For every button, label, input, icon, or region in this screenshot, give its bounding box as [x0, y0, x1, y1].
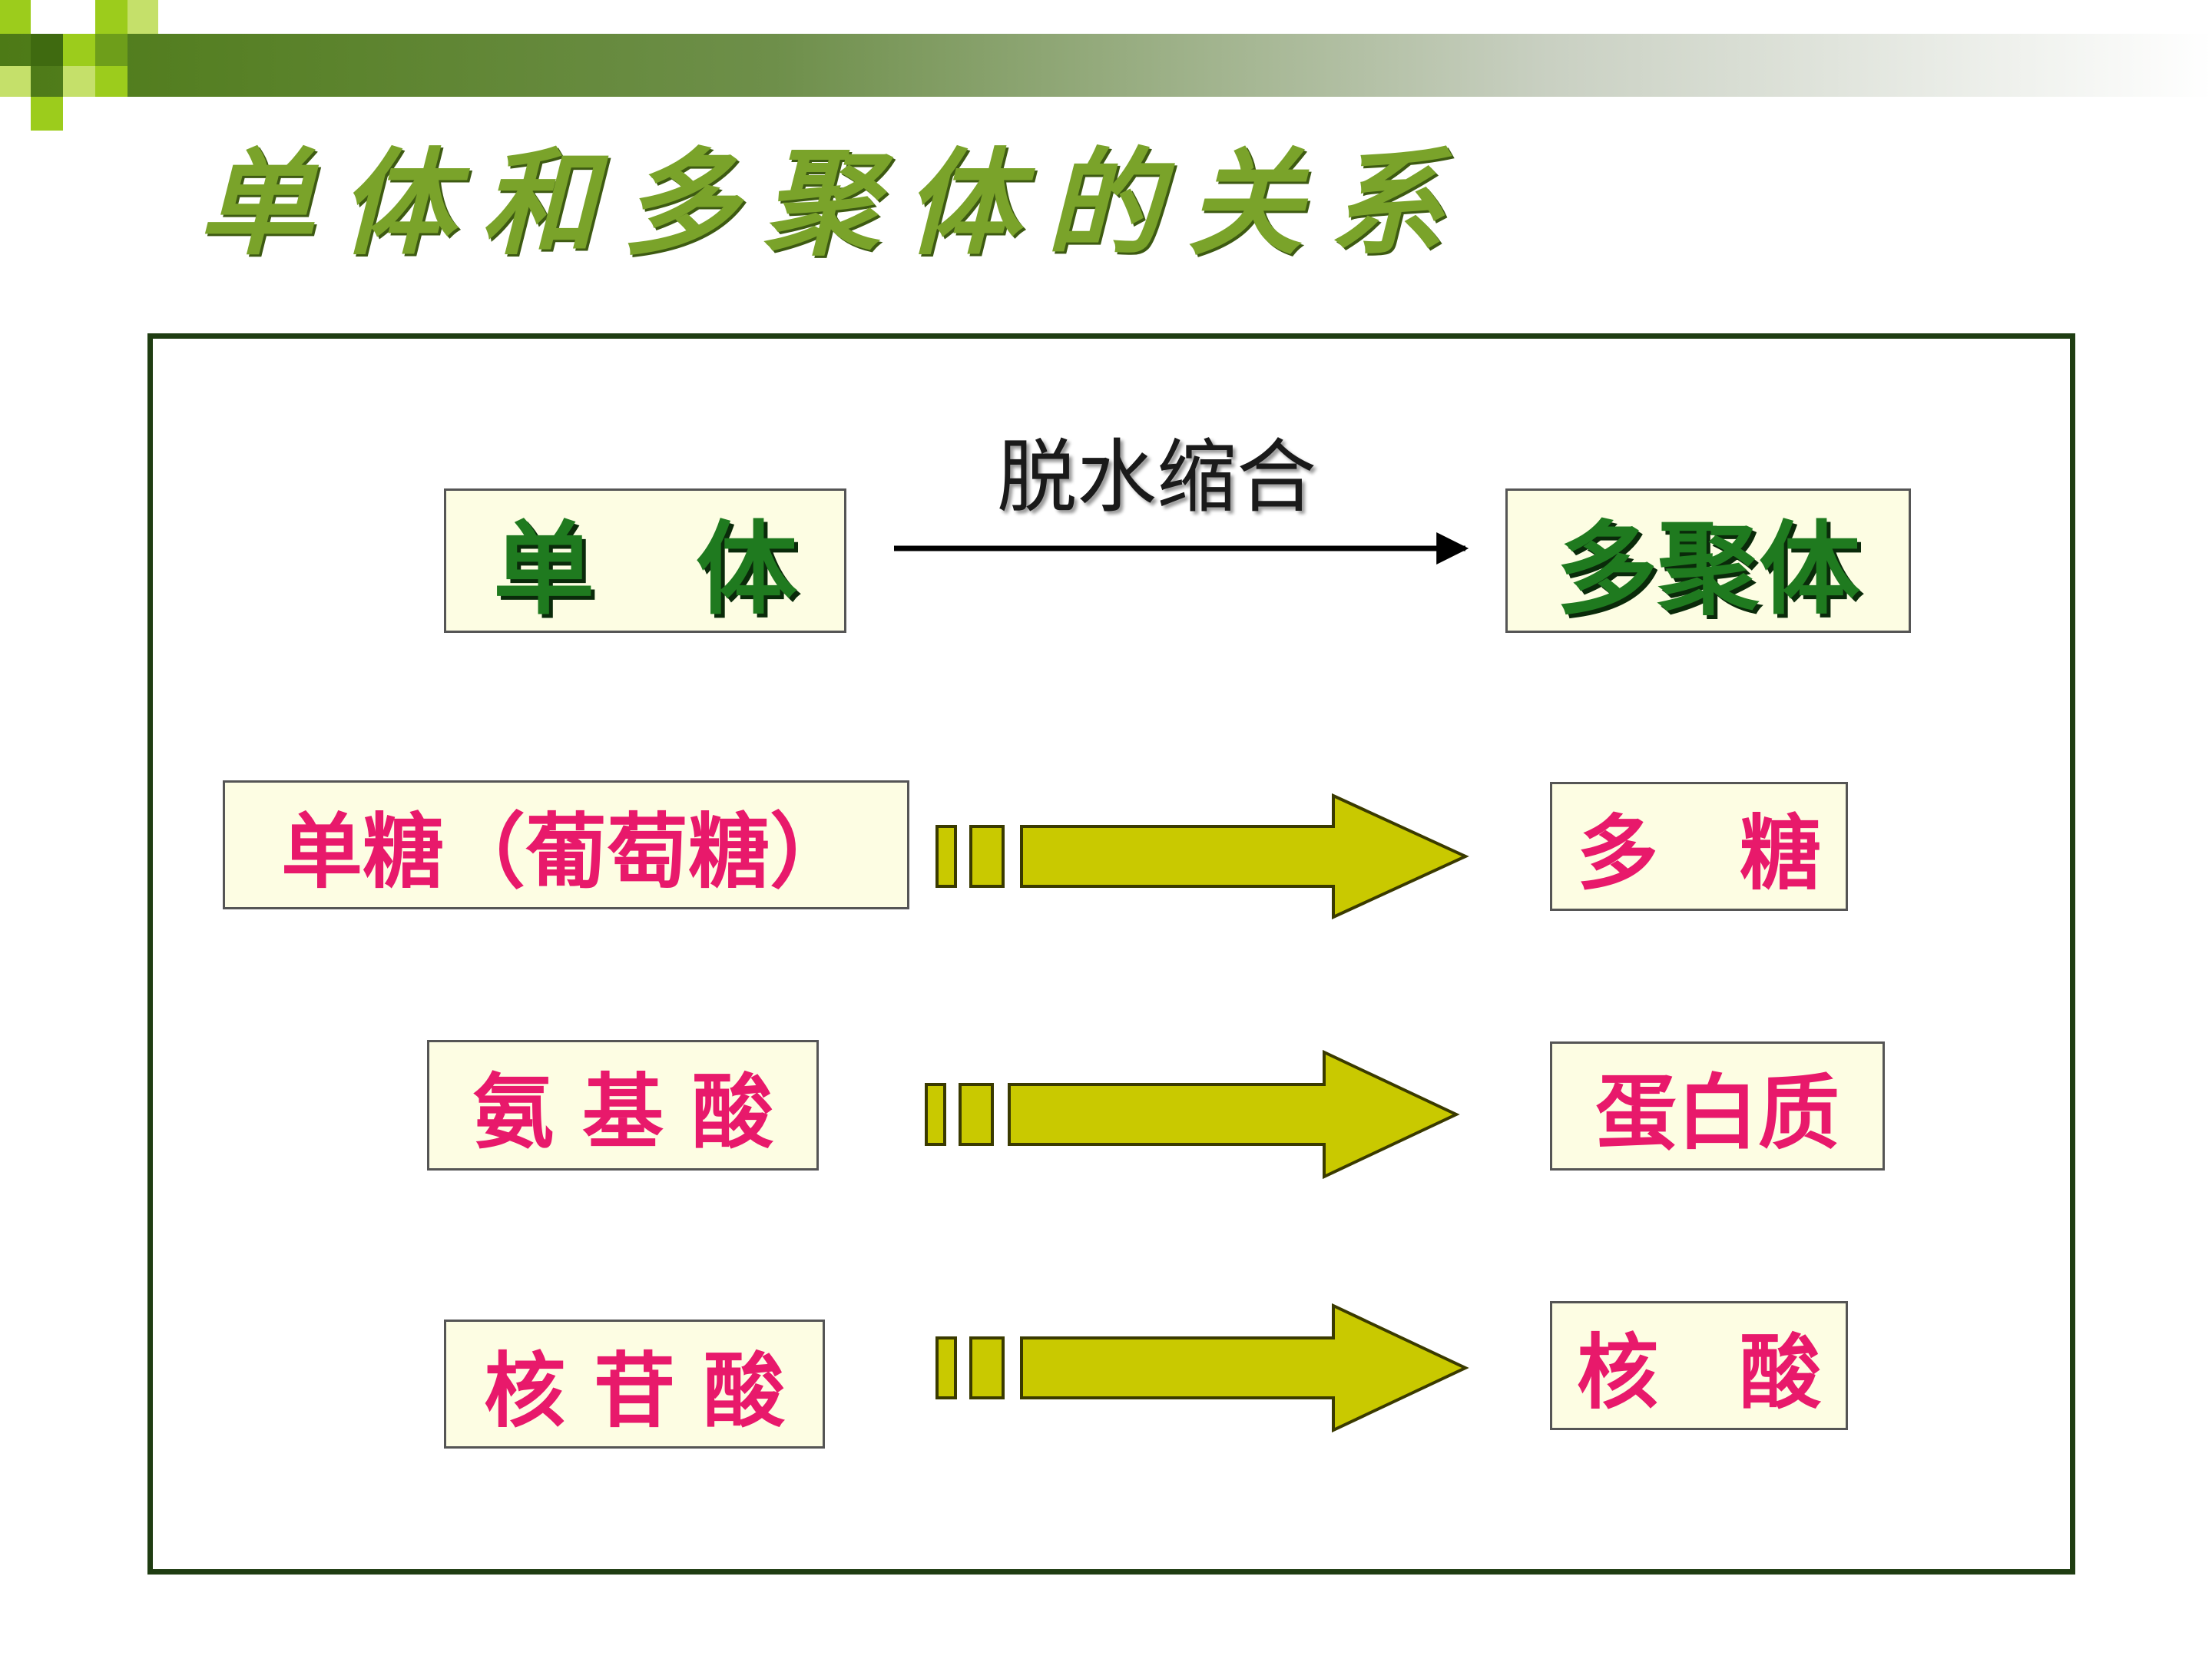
diagram-frame — [147, 333, 2075, 1575]
square-deco-5 — [127, 0, 158, 34]
block-arrow-2 — [925, 1049, 1460, 1180]
arrow-1-dash-1 — [935, 825, 957, 888]
arrow-1-body — [1020, 793, 1469, 920]
square-deco-9 — [31, 97, 63, 131]
row-2-monomer-box: 氨 基 酸 — [427, 1040, 819, 1171]
arrow-2-body — [1008, 1049, 1460, 1180]
reaction-label: 脱水缩合 — [997, 430, 1317, 524]
square-deco-4 — [95, 0, 127, 34]
row-1-monomer-box: 单糖（葡萄糖） — [223, 780, 909, 909]
square-deco-6 — [0, 66, 31, 97]
square-deco-3 — [63, 34, 95, 66]
block-arrow-3 — [935, 1303, 1469, 1433]
row-1-polymer-box: 多 糖 — [1550, 782, 1848, 911]
row-1-polymer-label: 多 糖 — [1577, 806, 1821, 901]
top-decoration-bar — [0, 0, 2212, 131]
arrow-1-dash-2 — [969, 825, 1005, 888]
slide-title: 单体和多聚体的关系 — [198, 136, 1471, 271]
row-3-polymer-box: 核 酸 — [1550, 1301, 1848, 1430]
row-3-monomer-label: 核 苷 酸 — [484, 1344, 785, 1439]
arrow-3-dash-2 — [969, 1336, 1005, 1399]
square-deco-1 — [0, 0, 31, 34]
row-2-monomer-label: 氨 基 酸 — [472, 1065, 773, 1160]
arrow-2-dash-1 — [925, 1083, 946, 1146]
row-1-monomer-label: 单糖（葡萄糖） — [281, 805, 851, 899]
polymer-header-label: 多聚体 — [1556, 510, 1860, 629]
square-deco-2 — [31, 34, 63, 66]
row-2-polymer-label: 蛋白质 — [1595, 1066, 1839, 1161]
polymer-header-box: 多聚体 — [1505, 488, 1911, 633]
row-3-polymer-label: 核 酸 — [1577, 1326, 1821, 1420]
gradient-stripe — [0, 34, 2212, 97]
block-arrow-1 — [935, 793, 1469, 920]
arrow-3-dash-1 — [935, 1336, 957, 1399]
monomer-header-label: 单 体 — [493, 510, 797, 629]
arrow-2-dash-2 — [959, 1083, 994, 1146]
square-deco-7 — [63, 66, 95, 97]
row-3-monomer-box: 核 苷 酸 — [444, 1320, 825, 1449]
monomer-header-box: 单 体 — [444, 488, 846, 633]
row-2-polymer-box: 蛋白质 — [1550, 1041, 1885, 1171]
square-deco-8 — [95, 34, 127, 66]
arrow-3-body — [1020, 1303, 1469, 1433]
square-deco-10 — [95, 66, 127, 97]
